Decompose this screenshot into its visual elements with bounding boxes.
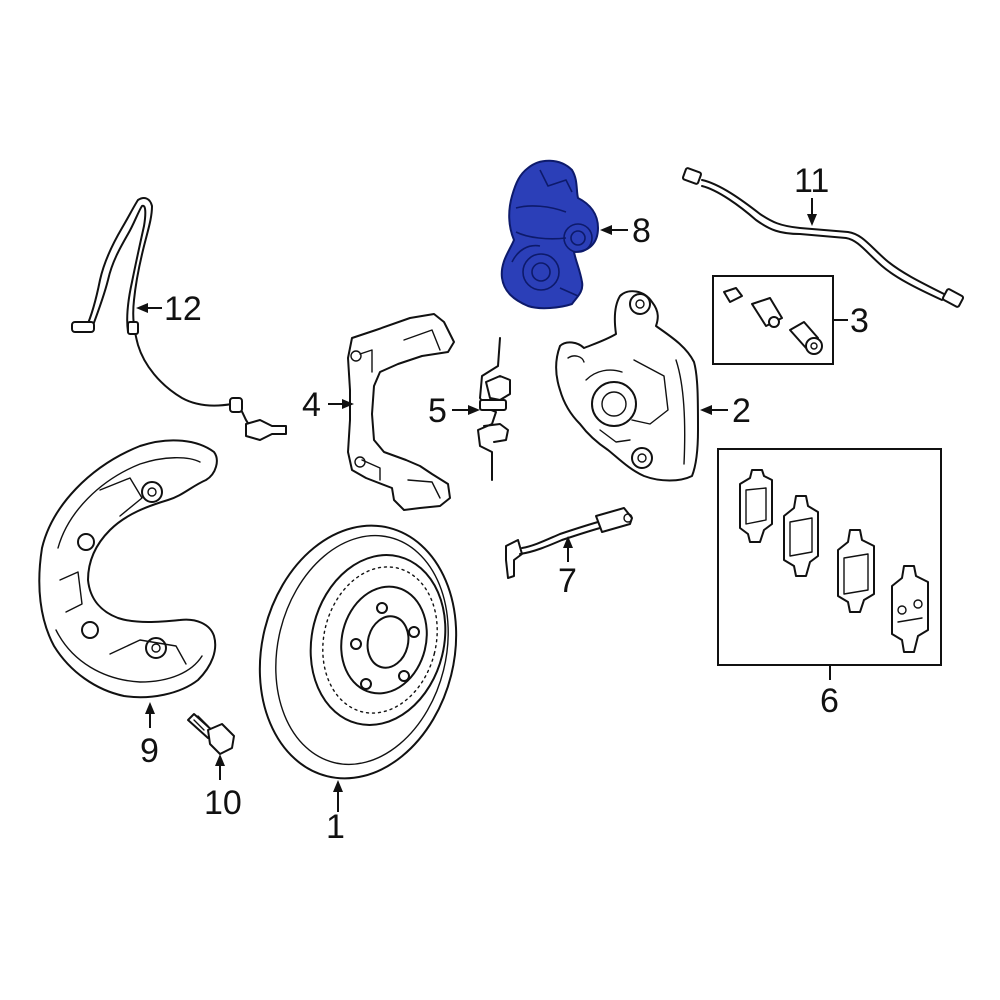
callout-10: 10 (204, 754, 242, 822)
callout-8-label: 8 (632, 212, 651, 250)
callout-11: 11 (794, 162, 829, 226)
callout-5-label: 5 (428, 392, 447, 430)
callout-4-label: 4 (302, 386, 321, 424)
part-6-brake-pad-set[interactable] (717, 448, 942, 666)
part-2-caliper[interactable] (555, 290, 699, 482)
part-3-guide-pin-kit[interactable] (712, 275, 834, 365)
callout-8: 8 (600, 212, 651, 250)
part-8-parking-brake-motor[interactable] (500, 159, 599, 310)
callout-1: 1 (326, 780, 345, 846)
callout-12-label: 12 (164, 290, 202, 328)
callout-10-label: 10 (204, 784, 242, 822)
part-11-brake-line[interactable] (681, 167, 965, 308)
callout-3: 3 (833, 302, 869, 340)
part-4-caliper-bracket[interactable] (347, 313, 455, 511)
callout-7-label: 7 (558, 562, 577, 600)
callout-6: 6 (820, 665, 839, 720)
callout-12: 12 (136, 290, 202, 328)
callout-9-label: 9 (140, 732, 159, 770)
callout-5: 5 (428, 392, 480, 430)
callout-3-label: 3 (850, 302, 869, 340)
callout-4: 4 (302, 386, 354, 424)
callout-2-label: 2 (732, 392, 751, 430)
callout-11-label: 11 (794, 162, 829, 200)
callout-7: 7 (558, 536, 577, 600)
callout-1-label: 1 (326, 808, 345, 846)
part-10-bolt[interactable] (187, 713, 235, 755)
part-5-anti-rattle-clip[interactable] (477, 337, 511, 481)
part-7-wear-sensor[interactable] (505, 507, 633, 579)
callout-9: 9 (140, 702, 159, 770)
callout-2: 2 (700, 392, 751, 430)
part-1-brake-rotor[interactable] (234, 505, 482, 800)
part-12-speed-sensor[interactable] (71, 197, 287, 441)
callout-6-label: 6 (820, 682, 839, 720)
part-9-dust-shield[interactable] (38, 439, 218, 699)
